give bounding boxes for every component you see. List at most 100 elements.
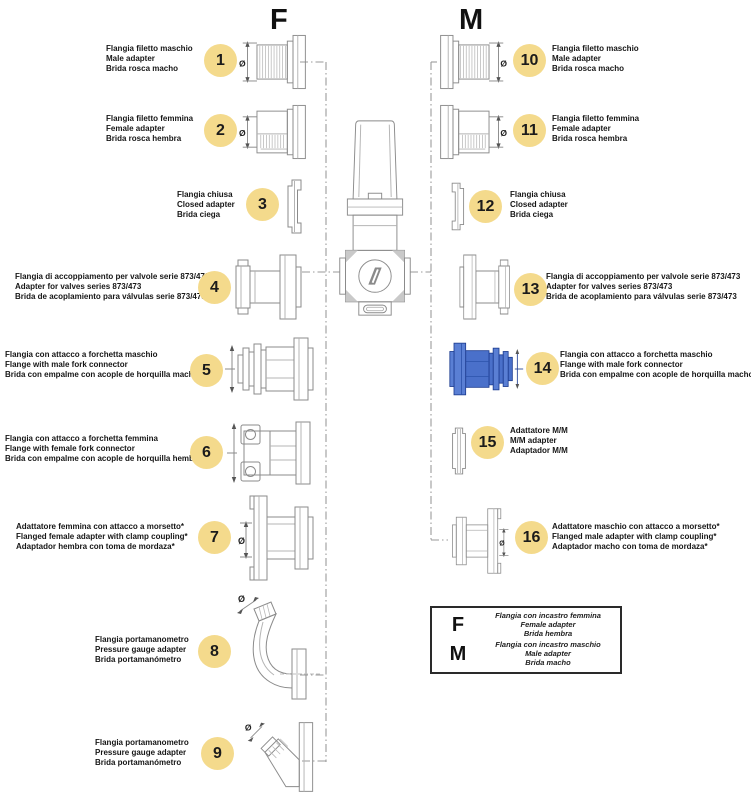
item-3-badge: 3 xyxy=(246,188,279,221)
label-line: Flange with male fork connector xyxy=(5,360,128,369)
legend-row-f: F Flangia con incastro femmina Female ad… xyxy=(436,612,616,638)
item-4-label: Flangia di accoppiamento per valvole ser… xyxy=(15,272,209,302)
female-adapter-drawing-2: Ø xyxy=(239,104,306,160)
label-line: Female adapter xyxy=(106,124,165,133)
legend-row-m: M Flangia con incastro maschio Male adap… xyxy=(436,640,616,667)
item-14-label: Flangia con attacco a forchetta maschio … xyxy=(560,350,751,380)
label-line: Flangia filetto maschio xyxy=(106,44,193,53)
legend-text-f: Flangia con incastro femmina Female adap… xyxy=(480,612,616,638)
svg-text:Ø: Ø xyxy=(239,59,246,69)
label-line: Flangia filetto femmina xyxy=(106,114,194,123)
label-line: Male adapter xyxy=(106,54,155,63)
label-line: Brida ciega xyxy=(510,210,554,219)
item-6-label: Flangia con attacco a forchetta femmina … xyxy=(5,434,202,464)
label-line: Flangia chiusa xyxy=(510,190,566,199)
clamp-adapter-drawing-7: Ø xyxy=(238,495,314,581)
label-line: Adaptador hembra con toma de mordaza* xyxy=(16,542,175,551)
item-13-label: Flangia di accoppiamento per valvole ser… xyxy=(546,272,740,302)
label-line: Closed adapter xyxy=(510,200,568,209)
label-line: Flangia filetto femmina xyxy=(552,114,640,123)
label-line: Brida rosca macho xyxy=(106,64,179,73)
label-line: Brida ciega xyxy=(177,210,221,219)
label-line: Female adapter xyxy=(552,124,611,133)
fork-male-drawing-14-highlighted xyxy=(449,342,524,396)
valve-drawing xyxy=(339,120,411,316)
svg-text:Ø: Ø xyxy=(499,541,505,548)
label-line: Flangia portamanometro xyxy=(95,738,189,747)
legend-line: Flangia con incastro femmina xyxy=(495,611,601,621)
item-12-badge: 12 xyxy=(469,190,502,223)
item-3-label: Flangia chiusa Closed adapter Brida cieg… xyxy=(177,190,235,220)
item-12-label: Flangia chiusa Closed adapter Brida cieg… xyxy=(510,190,568,220)
item-13-badge: 13 xyxy=(514,273,547,306)
item-2-badge: 2 xyxy=(204,114,237,147)
legend-key-f: F xyxy=(451,614,465,637)
label-line: Brida de acoplamiento para válvulas seri… xyxy=(546,292,737,301)
legend-line: Brida macho xyxy=(525,657,571,667)
item-16-label: Adattatore maschio con attacco a morsett… xyxy=(552,522,720,552)
label-line: Brida portamanómetro xyxy=(95,655,182,664)
fork-female-drawing-6 xyxy=(227,421,311,485)
legend-line: Male adapter xyxy=(525,649,571,658)
label-line: Adattatore femmina con attacco a morsett… xyxy=(16,522,185,531)
legend-text-m: Flangia con incastro maschio Male adapte… xyxy=(480,640,616,667)
legend-line: Flangia con incastro maschio xyxy=(495,640,601,650)
item-15-label: Adattatore M/M M/M adapter Adaptador M/M xyxy=(510,426,568,456)
label-line: Flangia con attacco a forchetta femmina xyxy=(5,434,158,443)
item-10-label: Flangia filetto maschio Male adapter Bri… xyxy=(552,44,639,74)
label-line: Brida rosca hembra xyxy=(552,134,628,143)
column-header-m: M xyxy=(459,4,484,36)
item-2-label: Flangia filetto femmina Female adapter B… xyxy=(106,114,193,144)
label-line: Adapter for valves series 873/473 xyxy=(546,282,673,291)
label-line: Flanged male adapter with clamp coupling… xyxy=(552,532,717,541)
svg-text:Ø: Ø xyxy=(238,594,245,604)
svg-text:Ø: Ø xyxy=(239,128,246,138)
item-5-label: Flangia con attacco a forchetta maschio … xyxy=(5,350,198,380)
label-line: Adattatore M/M xyxy=(510,426,568,435)
label-line: Pressure gauge adapter xyxy=(95,645,187,654)
label-line: Flangia portamanometro xyxy=(95,635,189,644)
item-5-badge: 5 xyxy=(190,354,223,387)
label-line: Adapter for valves series 873/473 xyxy=(15,282,142,291)
legend-line: Brida hembra xyxy=(523,629,573,638)
angled-gauge-adapter-drawing-9: Ø xyxy=(245,722,314,792)
item-11-badge: 11 xyxy=(513,114,546,147)
label-line: Pressure gauge adapter xyxy=(95,748,187,757)
label-line: Flangia con attacco a forchetta maschio xyxy=(5,350,158,359)
label-line: Brida portamanómetro xyxy=(95,758,182,767)
label-line: Flangia di accoppiamento per valvole ser… xyxy=(546,272,741,281)
clamp-adapter-drawing-16: Ø xyxy=(452,508,509,574)
fork-male-drawing-5 xyxy=(225,337,314,401)
label-line: Brida con empalme con acople de horquill… xyxy=(560,370,751,379)
item-6-badge: 6 xyxy=(190,436,223,469)
item-8-label: Flangia portamanometro Pressure gauge ad… xyxy=(95,635,189,665)
item-16-badge: 16 xyxy=(515,521,548,554)
label-line: Brida de acoplamiento para válvulas seri… xyxy=(15,292,206,301)
label-line: Brida con empalme con acople de horquill… xyxy=(5,454,202,463)
item-10-badge: 10 xyxy=(513,44,546,77)
svg-text:Ø: Ø xyxy=(500,59,507,69)
label-line: Adaptador M/M xyxy=(510,446,568,455)
valve-coupling-drawing-4 xyxy=(235,254,302,320)
label-line: Flange with female fork connector xyxy=(5,444,135,453)
svg-text:Ø: Ø xyxy=(238,536,245,546)
label-line: M/M adapter xyxy=(510,436,557,445)
male-adapter-drawing-1: Ø xyxy=(239,34,306,90)
item-1-badge: 1 xyxy=(204,44,237,77)
item-7-label: Adattatore femmina con attacco a morsett… xyxy=(16,522,188,552)
female-adapter-drawing-11: Ø xyxy=(440,104,507,160)
column-header-f: F xyxy=(270,4,288,36)
legend-box: F Flangia con incastro femmina Female ad… xyxy=(430,606,622,674)
label-line: Closed adapter xyxy=(177,200,235,209)
label-line: Brida rosca hembra xyxy=(106,134,182,143)
valve-coupling-drawing-13 xyxy=(459,254,510,320)
label-line: Flangia chiusa xyxy=(177,190,233,199)
label-line: Brida rosca macho xyxy=(552,64,625,73)
item-14-badge: 14 xyxy=(526,352,559,385)
label-line: Flangia con attacco a forchetta maschio xyxy=(560,350,713,359)
item-1-label: Flangia filetto maschio Male adapter Bri… xyxy=(106,44,193,74)
label-line: Flangia di accoppiamento per valvole ser… xyxy=(15,272,210,281)
legend-line: Female adapter xyxy=(520,620,576,630)
mm-adapter-drawing-15 xyxy=(452,427,466,475)
